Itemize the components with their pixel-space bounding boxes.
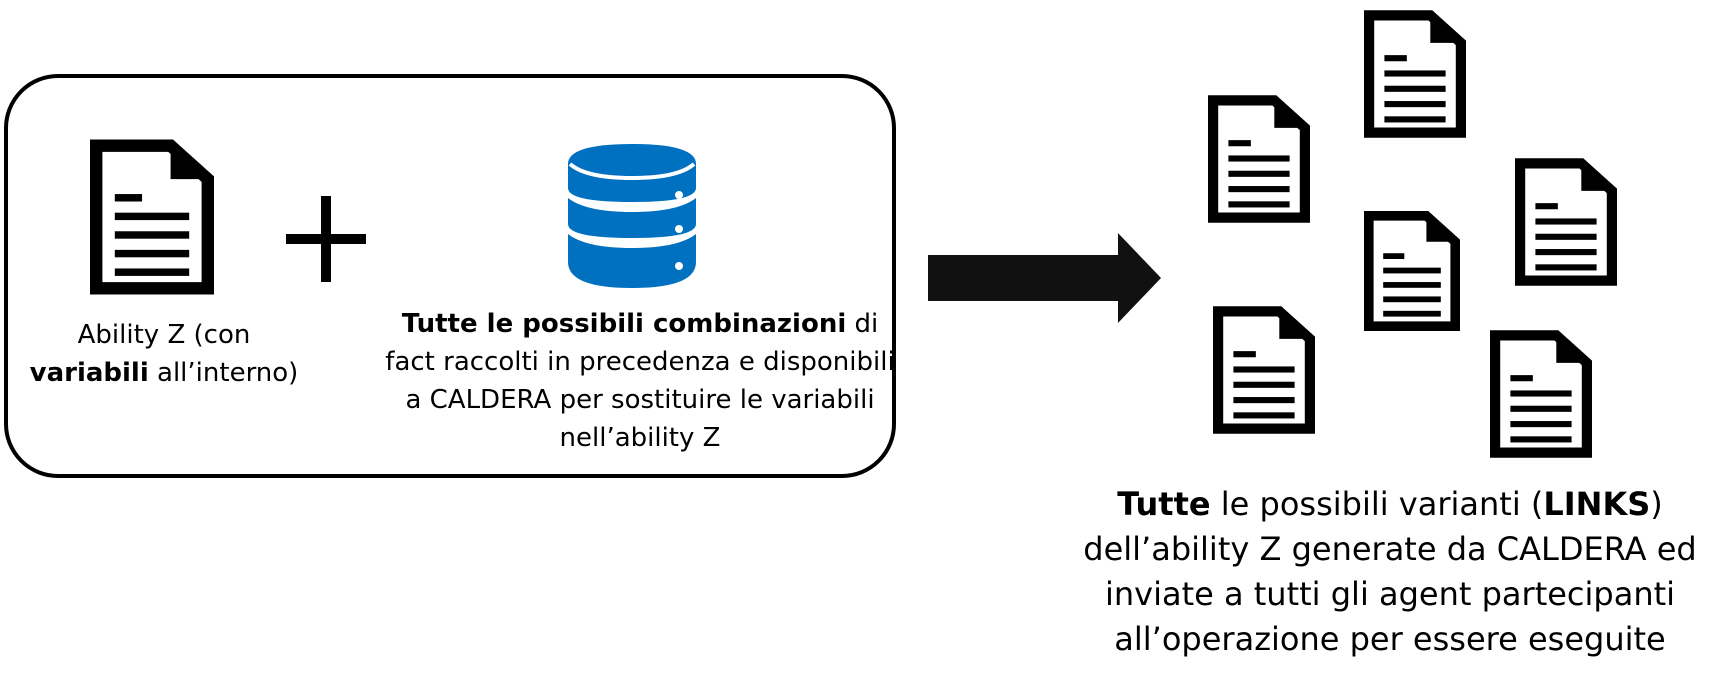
links-caption-text-1: le possibili varianti ( [1210, 485, 1544, 523]
database-icon [568, 144, 696, 288]
ability-caption-rest: all’interno) [148, 358, 299, 388]
link-document-icon-2 [1208, 95, 1310, 223]
database-cylinder [568, 144, 696, 288]
ability-caption-bold: variabili [29, 358, 149, 388]
links-caption-text-2: ) dell’ability Z generate da CALDERA ed … [1083, 485, 1697, 658]
link-document-icon-6 [1490, 330, 1592, 458]
links-caption-bold-1: Tutte [1117, 485, 1211, 523]
input-group-box [4, 74, 896, 478]
plus-icon [286, 196, 366, 282]
ability-caption-line1: Ability Z (con [77, 320, 251, 350]
link-document-icon-4 [1364, 210, 1460, 332]
combinations-caption: Tutte le possibili combinazioni di fact … [380, 305, 900, 457]
ability-document-icon [90, 138, 214, 296]
ability-caption: Ability Z (con variabili all’interno) [20, 316, 308, 392]
links-caption: Tutte le possibili varianti (LINKS) dell… [1070, 482, 1710, 662]
link-document-icon-3 [1515, 158, 1617, 286]
link-document-icon-5 [1213, 306, 1315, 434]
link-document-icon-1 [1364, 10, 1466, 138]
combinations-caption-rest: di fact raccolti in precedenza e disponi… [385, 309, 895, 453]
arrow-right-icon [928, 233, 1161, 323]
links-caption-bold-2: LINKS [1543, 485, 1651, 523]
combinations-caption-bold: Tutte le possibili combinazioni [401, 309, 847, 339]
